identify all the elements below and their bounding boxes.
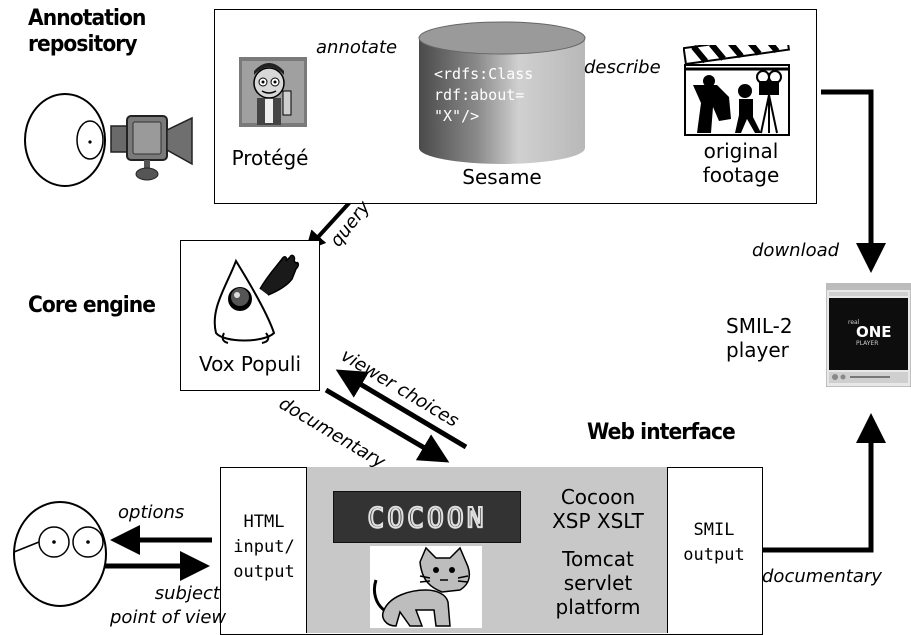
cocoon-logo-text: COCOON [367,501,486,534]
subject-pov-label: subject point of view [110,583,227,628]
tomcat-label: Tomcat servlet platform [555,547,641,619]
download-label: download [752,240,840,261]
web-interface-title: Web interface [587,420,736,445]
smil-player-label: SMIL-2 player [726,314,793,362]
cocoon-label: Cocoon XSP XSLT [552,485,644,533]
smil-player-screenshot: real ONE PLAYER [826,283,911,387]
viewer-face-icon [13,501,107,607]
annotate-label: annotate [316,37,398,58]
camera-eye-icon [24,93,193,187]
html-io-label: HTML input/ output [233,512,295,582]
player-brand-bottom: PLAYER [856,340,878,347]
sesame-label: Sesame [462,165,542,189]
player-brand-mid: ONE [856,323,892,341]
describe-label: describe [584,57,661,78]
protege-label: Protégé [231,146,309,170]
sesame-database-icon [418,21,586,164]
protege-icon [239,57,307,127]
film-clapboard-icon [683,45,791,136]
cocoon-logo: COCOON [333,491,521,543]
tomcat-cat-icon [370,546,482,628]
player-brand-top: real [848,319,860,326]
documentary-left-arrow [324,387,450,463]
annotation-repository-title: Annotation repository [28,6,146,57]
original-footage-label: original footage [702,139,780,187]
sesame-code: <rdfs:Class rdf:about= "X"/> [434,65,534,125]
download-arrow [821,89,886,273]
java-duke-icon [213,254,300,344]
documentary-right-label: documentary [762,566,882,587]
smil-output-label: SMIL output [683,520,745,565]
vox-populi-label: Vox Populi [198,352,301,376]
core-engine-title: Core engine [28,293,156,318]
documentary-right-arrow [762,413,886,553]
options-label: options [118,502,185,523]
cocoon-logo-graphic: COCOON [366,500,486,535]
